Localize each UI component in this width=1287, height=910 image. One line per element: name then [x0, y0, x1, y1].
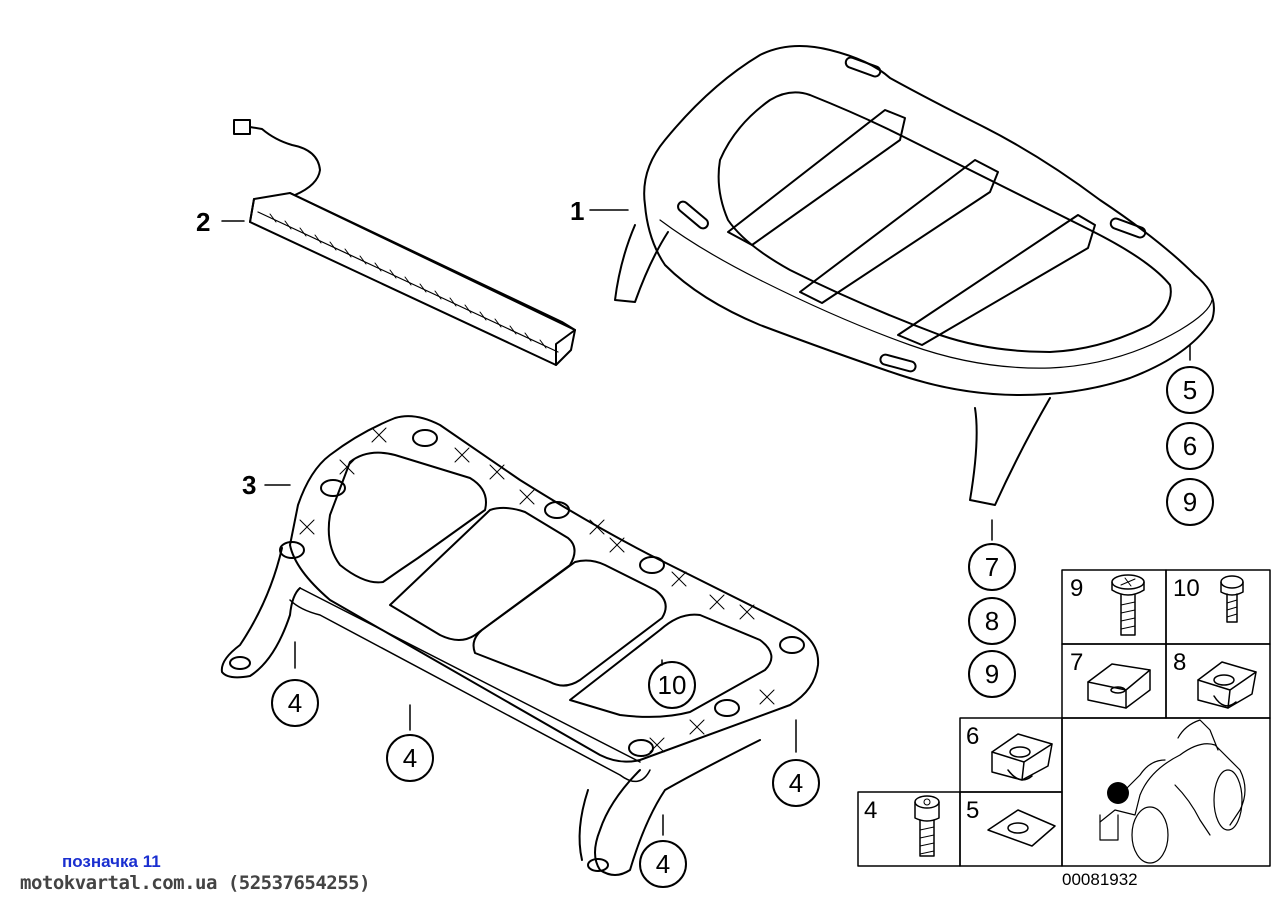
motorcycle-location-icon [1099, 719, 1246, 864]
flat-clip-nut-icon [1087, 663, 1151, 709]
callout-part-3: 3 [242, 470, 256, 500]
callout-7: 7 [985, 552, 999, 582]
legend-label: 7 [1070, 649, 1083, 676]
callout-4: 4 [789, 768, 803, 798]
luggage-rack [614, 45, 1215, 506]
socket-head-screw-icon [914, 795, 940, 857]
legend-label: 9 [1070, 575, 1083, 602]
leader-lines [221, 209, 1191, 836]
callout-5: 5 [1183, 375, 1197, 405]
circle-callout [1166, 478, 1214, 526]
screw-icon [1111, 574, 1145, 636]
callout-4: 4 [656, 849, 670, 879]
small-screw-icon [1220, 575, 1244, 623]
clip-nut-icon [1197, 661, 1257, 709]
callout-9: 9 [985, 659, 999, 689]
callout-10: 10 [658, 670, 687, 700]
carrier-base-plate [220, 415, 820, 876]
circle-callout [639, 840, 687, 888]
watermark-site: motokvartal.com.ua (52537654255) [20, 872, 371, 894]
diagram-code: 00081932 [1062, 870, 1138, 889]
fastener-legend-grid [857, 569, 1271, 867]
callout-part-2: 2 [196, 207, 210, 237]
grip-pattern [299, 427, 775, 753]
callout-8: 8 [985, 606, 999, 636]
legend-label: 5 [966, 797, 979, 824]
circle-callout [271, 679, 319, 727]
callout-9: 9 [1183, 487, 1197, 517]
legend-label: 10 [1173, 575, 1200, 602]
callout-part-1: 1 [570, 196, 584, 226]
circle-callout [1166, 422, 1214, 470]
legend-label: 4 [864, 797, 877, 824]
led-segments [269, 213, 547, 349]
led-light-bar [233, 119, 576, 366]
callout-6: 6 [1183, 431, 1197, 461]
circle-callout [968, 650, 1016, 698]
clip-nut-icon [991, 733, 1053, 781]
flat-clip-nut-icon [987, 809, 1056, 847]
legend-label: 8 [1173, 649, 1186, 676]
circle-callout [648, 661, 696, 709]
circle-callout [386, 734, 434, 782]
callout-4: 4 [403, 743, 417, 773]
circle-callout [1166, 366, 1214, 414]
callout-4: 4 [288, 688, 302, 718]
legend-label: 6 [966, 723, 979, 750]
circle-callout [772, 759, 820, 807]
location-marker [1107, 782, 1129, 804]
circle-callout [968, 543, 1016, 591]
watermark-label: позначка 11 [62, 852, 161, 871]
circle-callout [968, 597, 1016, 645]
